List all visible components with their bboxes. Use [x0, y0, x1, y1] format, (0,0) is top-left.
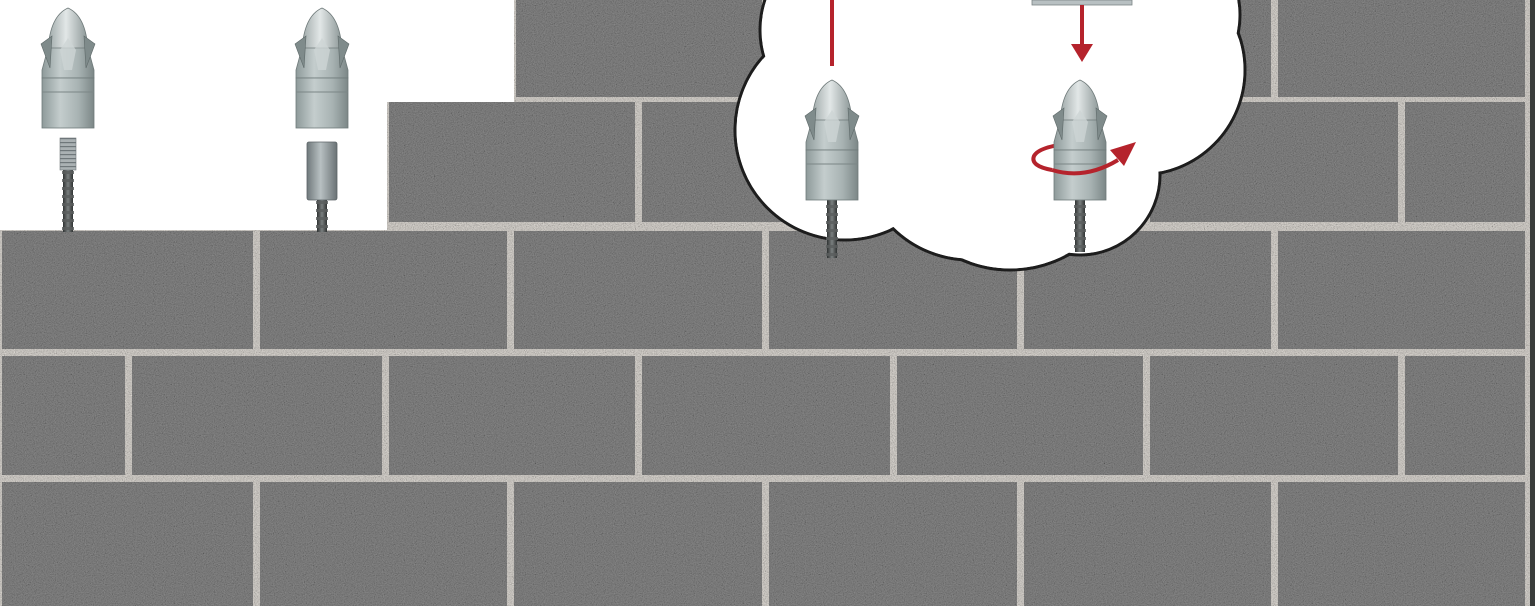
- threaded-rebar-icon: [59, 137, 77, 171]
- callout-installation-steps: [804, 0, 1136, 258]
- threaded-rebar-example: [40, 7, 96, 232]
- rebar-rib: [826, 221, 838, 224]
- rebar-rib: [826, 237, 838, 240]
- rebar-safety-cap-icon: [294, 7, 350, 129]
- cap-fin-left: [40, 35, 53, 69]
- rebar-coupler-icon: [306, 141, 338, 201]
- rotate-arrow-icon: [1051, 158, 1120, 176]
- rebar-rib: [62, 211, 74, 214]
- tool-edge: [1031, 0, 1133, 6]
- push-on-step: [804, 0, 860, 258]
- rebar-rib: [62, 179, 74, 182]
- rebar-rib: [62, 171, 74, 174]
- cap-fin-right: [1095, 107, 1108, 141]
- rebar-rib: [1074, 221, 1086, 224]
- cap-front-fin: [314, 38, 330, 70]
- rebar-rib: [826, 205, 838, 208]
- cap-sleeve: [805, 149, 859, 201]
- rotate-arrow-head: [1110, 142, 1136, 166]
- rebar-rib: [62, 227, 74, 230]
- rebar-rib: [316, 225, 328, 228]
- rebar-rib: [1074, 237, 1086, 240]
- rebar-rib: [62, 219, 74, 222]
- rebar-rib: [1074, 213, 1086, 216]
- rebar-rib: [1074, 245, 1086, 248]
- rebar-rib: [826, 229, 838, 232]
- rebar-safety-cap-icon: [804, 79, 860, 201]
- rebar-rib: [62, 203, 74, 206]
- rebar-shaft: [827, 178, 837, 258]
- rebar-rib: [62, 195, 74, 198]
- rebar-shaft: [63, 168, 73, 232]
- cap-sleeve: [41, 77, 95, 129]
- cap-front-fin: [1072, 110, 1088, 142]
- cap-front-fin: [824, 110, 840, 142]
- rebar-safety-cap-icon: [40, 7, 96, 129]
- rebar-rod: [316, 198, 328, 232]
- rebar-rib: [62, 187, 74, 190]
- cap-sleeve: [295, 77, 349, 129]
- cloud-callout: [733, 0, 1247, 272]
- rebar-rib: [316, 209, 328, 212]
- arrow-down-icon: [1071, 44, 1093, 62]
- cap-front-fin: [60, 38, 76, 70]
- cap-fin-left: [294, 35, 307, 69]
- rebar-rib: [316, 201, 328, 204]
- cap-fin-right: [337, 35, 350, 69]
- rebar-shaft: [317, 198, 327, 232]
- rebar-rib: [826, 213, 838, 216]
- twist-on-step: [1031, 0, 1136, 252]
- wall-edge: [1530, 0, 1535, 606]
- rebar-rib: [316, 217, 328, 220]
- cap-fin-right: [847, 107, 860, 141]
- cap-fin-left: [1052, 107, 1065, 141]
- cap-fin-left: [804, 107, 817, 141]
- rebar-rib: [1074, 229, 1086, 232]
- rebar-examples: [40, 7, 350, 232]
- coupler-rebar-example: [294, 7, 350, 232]
- rebar-rod: [62, 168, 74, 232]
- cap-fin-right: [83, 35, 96, 69]
- rebar-rib: [1074, 205, 1086, 208]
- rebar-rib: [826, 245, 838, 248]
- rebar-rib: [826, 253, 838, 256]
